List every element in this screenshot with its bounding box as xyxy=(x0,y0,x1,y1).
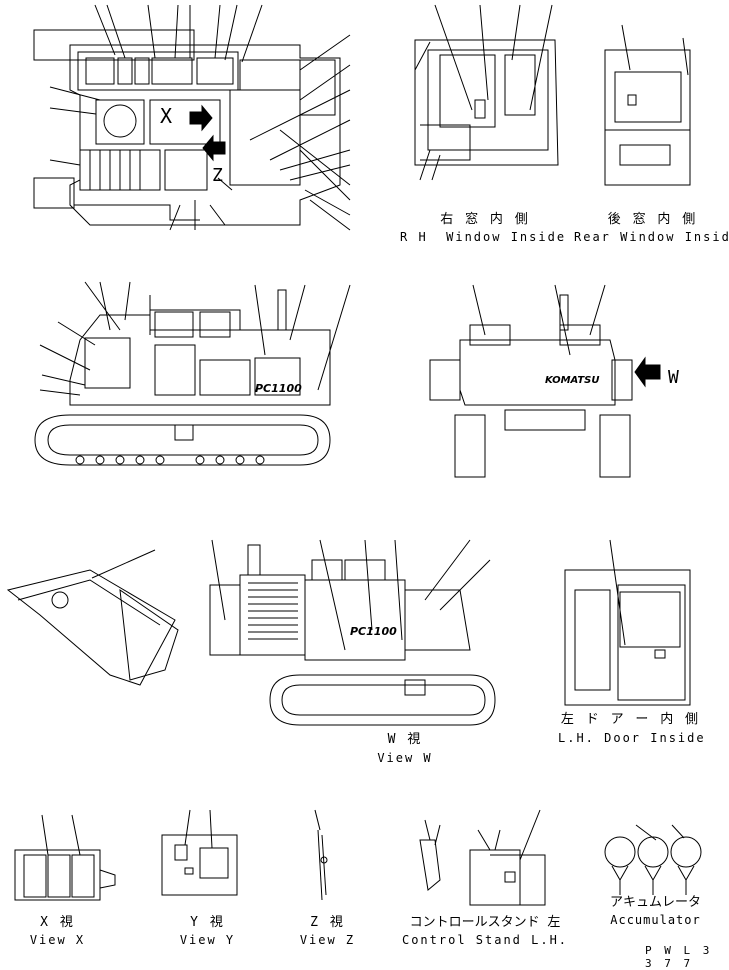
view-z-caption-jp: Z 視 xyxy=(310,915,345,930)
side-view-left xyxy=(34,281,351,466)
drawing-code: P W L 3 3 7 7 xyxy=(645,944,713,970)
rh-window-caption-en: R H Window Inside xyxy=(400,230,567,244)
rh-window-inside-view xyxy=(414,4,559,181)
marker-x: X xyxy=(160,104,175,128)
view-x xyxy=(14,814,116,901)
side-left-logo: PC1100 xyxy=(255,382,302,395)
view-w-caption-en: View W xyxy=(377,751,433,765)
view-z xyxy=(314,809,328,901)
top-plan-view xyxy=(33,4,351,231)
view-y xyxy=(161,809,238,896)
view-w-side xyxy=(209,539,496,726)
marker-w: W xyxy=(668,367,679,388)
lh-door-inside-view xyxy=(564,539,691,706)
view-y-caption-en: View Y xyxy=(179,933,236,947)
control-stand-caption-jp: コントロールスタンド 左 xyxy=(409,915,561,930)
rear-logo: KOMATSU xyxy=(545,375,600,386)
rear-window-inside-view xyxy=(604,24,691,186)
view-x-caption-en: View X xyxy=(29,933,86,947)
view-z-caption-en: View Z xyxy=(299,933,356,947)
boom-and-bucket xyxy=(6,549,179,686)
control-stand xyxy=(419,809,546,906)
view-x-caption-jp: X 視 xyxy=(40,915,75,930)
marker-z: Z xyxy=(212,165,225,186)
lh-door-caption-en: L.H. Door Inside xyxy=(558,731,706,745)
view-w-logo: PC1100 xyxy=(350,625,397,638)
control-stand-caption-en: Control Stand L.H. xyxy=(401,933,569,947)
rear-view xyxy=(429,284,661,478)
view-w-caption-jp: W 視 xyxy=(387,732,423,747)
accumulator-caption-jp: アキュムレータ xyxy=(609,895,701,910)
accumulator-caption-en: Accumulator xyxy=(610,913,701,927)
accumulator xyxy=(604,824,702,895)
rh-window-caption-jp: 右 窓 内 側 xyxy=(440,212,530,227)
rear-window-caption-jp: 後 窓 内 側 xyxy=(607,212,698,227)
view-y-caption-jp: Y 視 xyxy=(190,915,225,930)
lh-door-caption-jp: 左 ド ア ー 内 側 xyxy=(560,712,701,727)
rear-window-caption-en: Rear Window Inside xyxy=(574,230,729,244)
